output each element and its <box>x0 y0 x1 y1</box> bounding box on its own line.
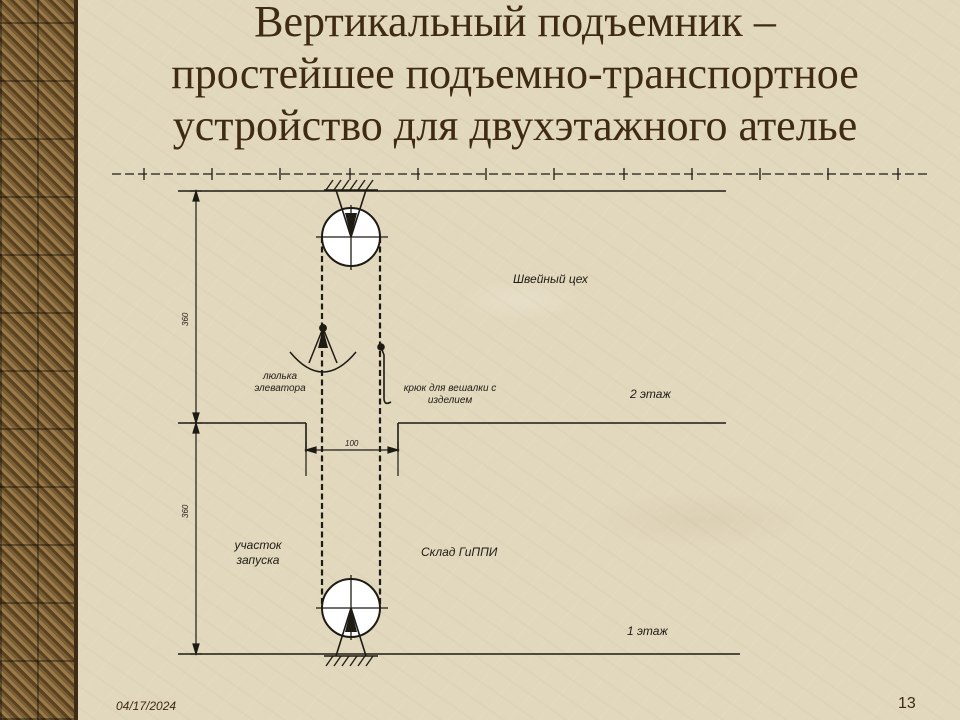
label-elevator-cradle: люлька элеватора <box>246 371 314 395</box>
title-line-3: устройство для двухэтажного ателье <box>172 101 858 150</box>
dimension-shaft-100: 100 <box>345 439 359 448</box>
hook-line-2: изделием <box>427 395 473 406</box>
label-floor-1: 1 этаж <box>627 624 668 638</box>
hook-line-1: крюк для вешалки с <box>403 383 497 394</box>
footer-date: 04/17/2024 <box>116 699 177 713</box>
cradle-line-1: люлька <box>262 371 298 382</box>
label-launch-area: участок запуска <box>226 538 290 568</box>
title-divider <box>112 168 930 180</box>
label-hanger-hook: крюк для вешалки с изделием <box>395 383 505 407</box>
chain-belt <box>320 237 382 606</box>
launch-line-2: запуска <box>236 553 280 567</box>
launch-line-1: участок <box>234 538 282 552</box>
bottom-pulley <box>316 575 388 667</box>
top-pulley <box>316 179 388 270</box>
dimension-upper-360: 360 <box>181 312 190 326</box>
dimension-lower-360: 360 <box>181 504 190 518</box>
side-strip-edge <box>74 0 78 720</box>
title-line-1: Вертикальный подъемник – <box>254 0 776 46</box>
slide-title: Вертикальный подъемник – простейшее подъ… <box>90 0 940 152</box>
decorative-side-strip <box>0 0 74 720</box>
title-line-2: простейшее подъемно-транспортное <box>171 49 859 98</box>
cradle-line-2: элеватора <box>254 383 306 394</box>
label-sewing-shop: Швейный цех <box>513 272 588 286</box>
label-warehouse: Склад ГиППИ <box>421 545 498 559</box>
height-dimension <box>190 188 202 657</box>
hanger-hook <box>377 343 392 405</box>
elevator-cradle <box>289 324 357 373</box>
page-number: 13 <box>898 695 916 712</box>
label-floor-2: 2 этаж <box>630 387 671 401</box>
